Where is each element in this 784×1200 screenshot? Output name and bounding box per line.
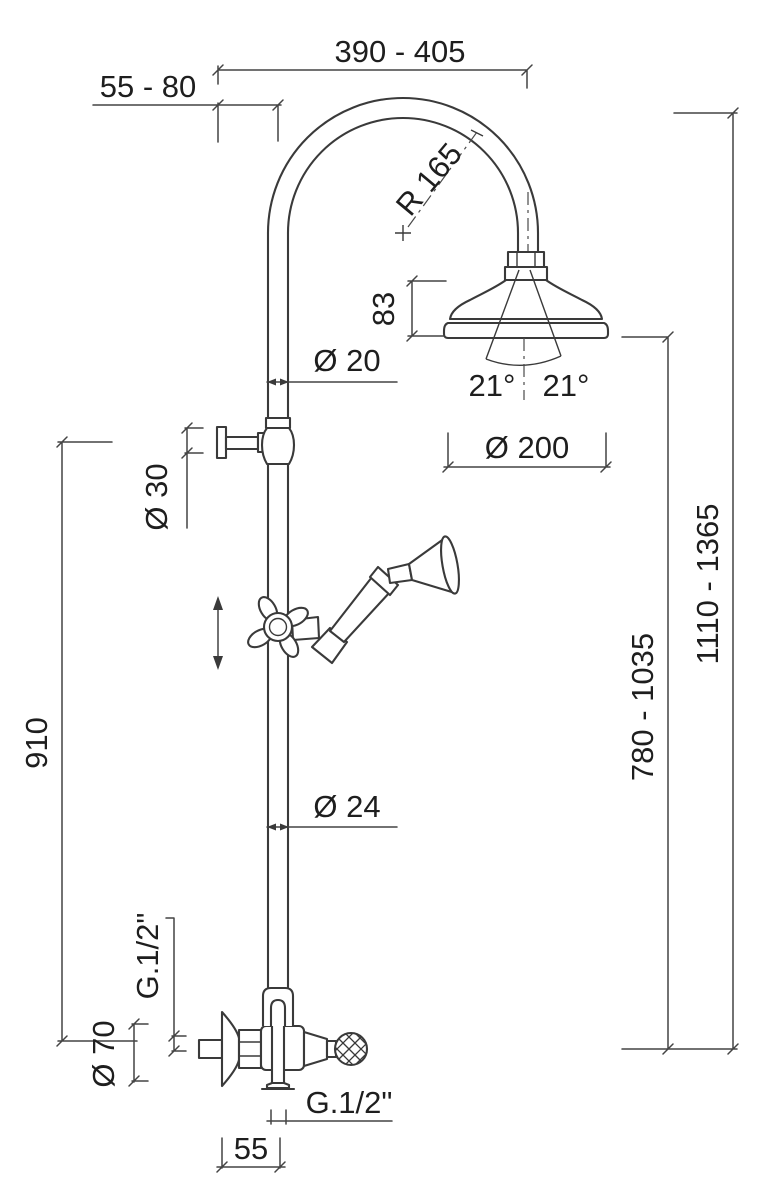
shower-head-dome [448,278,604,321]
bracket-arm [224,435,260,451]
head-fitting-collar [503,265,549,282]
dim-upper-pipe-arrow-right [280,378,289,386]
shower-head-rim [442,321,610,340]
dim-head-diameter-label: Ø 200 [485,430,569,465]
slider-cross-handle [247,596,309,658]
dim-head-depth [406,275,447,342]
dim-flange-diameter-label: Ø 70 [86,1020,121,1087]
dim-outlet-offset [216,1137,286,1173]
gooseneck-inner-arc [286,117,520,254]
dim-spray-angle-right-label: 21° [543,368,590,403]
dim-inlet-thread-label: G.1/2" [130,913,165,1000]
riser-pipe-lower [266,462,290,990]
cross-handle-hub [262,611,294,643]
outlet-pipe-mask [273,1022,283,1083]
handshower-handle-band [368,565,400,597]
dim-outlet-offset-label: 55 [234,1131,268,1166]
dim-bracket-diameter-label: Ø 30 [139,463,174,530]
dim-flange-diameter [128,1018,149,1087]
wall-valve-assembly [197,986,369,1091]
riser-clevis-slot [269,998,287,1026]
dim-outlet-thread [266,1109,393,1125]
radius-leader-tick [470,129,484,137]
rain-shower-head [442,278,610,340]
arc-center-mark [395,225,411,241]
valve-knurled-knob [333,1031,369,1067]
bend-radius-annotation [395,129,484,241]
dim-upper-pipe-label: Ø 20 [313,343,380,378]
dim-upper-pipe-arrow-left [267,378,276,386]
bracket-wall-flange [215,425,228,460]
spray-cone [485,269,562,400]
dim-riser-height [56,436,138,1047]
dim-wall-offset [92,99,284,143]
dim-reach [212,64,533,89]
wall-flange-bell [220,1010,241,1088]
spray-cone-lines [485,269,562,367]
dim-outlet-thread-label: G.1/2" [306,1085,393,1120]
dim-lower-pipe-arrow-right [280,823,289,831]
handshower-neck [386,562,414,585]
dim-head-height-range-label: 780 - 1035 [625,633,660,781]
dim-lower-pipe-arrow-left [267,823,276,831]
dim-head-height-range [621,331,674,1055]
gooseneck-outer-arc [266,96,540,254]
hand-shower-assembly [290,535,460,665]
adjust-arrow-down-tip [213,656,223,670]
riser-pipe-upper [266,231,290,422]
dim-total-height-range-label: 1110 - 1365 [690,504,725,665]
wall-nipple [197,1038,224,1060]
dim-reach-label: 390 - 405 [335,34,466,69]
handshower-face [440,535,460,595]
outlet-flare [265,1081,291,1090]
dim-wall-offset-label: 55 - 80 [100,69,197,104]
head-fitting [503,250,549,282]
union-cap [264,416,292,430]
dim-head-diameter [442,432,612,473]
head-fitting-nut-facets [516,252,536,267]
wall-bracket-assembly [215,416,296,466]
dimension-lines [56,64,739,1173]
dim-lower-pipe-label: Ø 24 [313,789,380,824]
adjust-arrow-up-tip [213,596,223,610]
dim-spray-angle-left-label: 21° [469,368,516,403]
dim-bend-radius-label: R 165 [389,136,469,222]
dim-head-depth-label: 83 [366,292,401,326]
radius-leader-line [407,131,478,228]
union-barrel [260,426,296,466]
head-fitting-nut [506,250,546,269]
valve-cone [302,1030,329,1068]
dim-bracket-diameter [181,422,204,529]
valve-hex-nut [237,1028,263,1070]
dim-total-height-range [621,107,739,1055]
outlet-pipe [270,1020,286,1085]
cross-handle-hub-inner [268,617,288,637]
valve-hex-facets [239,1041,261,1057]
height-adjust-arrow [213,596,223,670]
dim-riser-height-label: 910 [19,717,54,769]
dim-inlet-thread [165,917,187,1057]
